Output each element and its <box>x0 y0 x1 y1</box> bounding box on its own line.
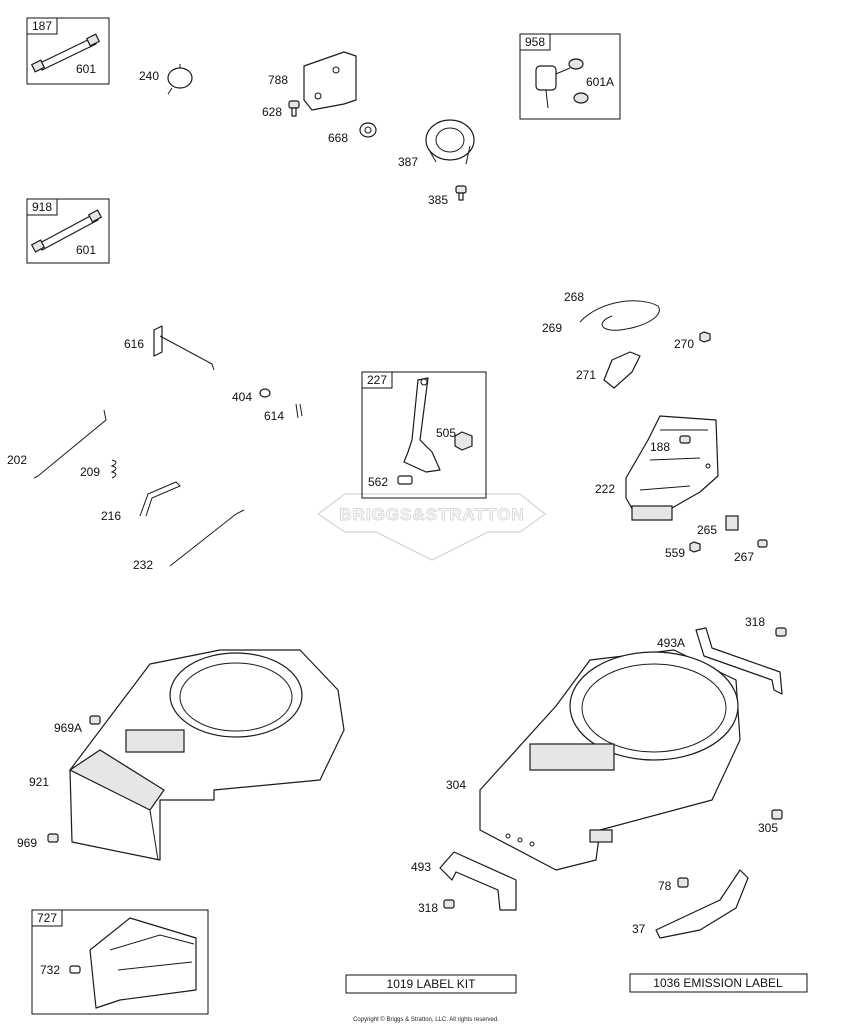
label-265: 265 <box>697 523 717 537</box>
part-318-upper <box>775 627 787 637</box>
label-628: 628 <box>262 105 282 119</box>
label-216: 216 <box>101 509 121 523</box>
part-788 <box>303 51 357 111</box>
label-305: 305 <box>758 821 778 835</box>
part-493A <box>695 627 783 695</box>
label-222: 222 <box>595 482 615 496</box>
label-267: 267 <box>734 550 754 564</box>
label-601-box918: 601 <box>76 243 96 257</box>
label-505: 505 <box>436 426 456 440</box>
kit-emission-text: 1036 EMISSION LABEL <box>653 976 783 990</box>
part-318-lower <box>443 899 455 909</box>
part-78 <box>677 877 689 888</box>
box-label-187: 187 <box>32 19 52 33</box>
part-616 <box>153 325 215 371</box>
part-270 <box>699 331 711 343</box>
label-270: 270 <box>674 337 694 351</box>
watermark-text: BRIGGS&STRATTON <box>339 505 524 524</box>
part-385 <box>455 185 467 201</box>
callout-box-918: 918 <box>26 198 110 264</box>
label-232: 232 <box>133 558 153 572</box>
label-601A: 601A <box>586 75 614 89</box>
label-614: 614 <box>264 409 284 423</box>
label-318-lower: 318 <box>418 901 438 915</box>
part-387 <box>425 119 475 165</box>
label-202: 202 <box>7 453 27 467</box>
label-562: 562 <box>368 475 388 489</box>
label-387: 387 <box>398 155 418 169</box>
label-269: 269 <box>542 321 562 335</box>
label-385: 385 <box>428 193 448 207</box>
label-318-upper: 318 <box>745 615 765 629</box>
part-209 <box>110 459 117 479</box>
part-614 <box>295 403 303 419</box>
kit-emission-label: 1036 EMISSION LABEL <box>629 973 808 993</box>
part-404 <box>259 388 271 398</box>
label-732: 732 <box>40 963 60 977</box>
part-969 <box>47 833 59 843</box>
part-240 <box>167 64 193 95</box>
box-label-958: 958 <box>525 35 545 49</box>
part-222 <box>625 415 719 521</box>
copyright-text: Copyright © Briggs & Stratton, LLC. All … <box>353 1016 499 1023</box>
watermark-logo: BRIGGS&STRATTON <box>316 493 547 561</box>
label-788: 788 <box>268 73 288 87</box>
part-304 <box>479 649 741 871</box>
part-969A <box>89 715 101 725</box>
box-label-918: 918 <box>32 200 52 214</box>
callout-box-227: 227 <box>361 371 487 499</box>
kit-label-kit: 1019 LABEL KIT <box>345 974 517 994</box>
part-921 <box>68 649 345 861</box>
label-268: 268 <box>564 290 584 304</box>
part-202 <box>33 409 107 479</box>
label-493: 493 <box>411 860 431 874</box>
part-188 <box>679 435 691 444</box>
label-601-box187: 601 <box>76 62 96 76</box>
label-969A: 969A <box>54 721 82 735</box>
part-267 <box>757 539 768 548</box>
box-label-227: 227 <box>367 373 387 387</box>
label-493A: 493A <box>657 636 685 650</box>
part-668 <box>359 122 377 138</box>
label-404: 404 <box>232 390 252 404</box>
label-304: 304 <box>446 778 466 792</box>
callout-box-187: 187 <box>26 17 110 85</box>
label-209: 209 <box>80 465 100 479</box>
label-668: 668 <box>328 131 348 145</box>
label-240: 240 <box>139 69 159 83</box>
label-921: 921 <box>29 775 49 789</box>
label-78: 78 <box>658 879 672 893</box>
part-265 <box>725 515 739 531</box>
label-37: 37 <box>632 922 646 936</box>
part-268 <box>579 300 660 331</box>
part-labels: 601 240 788 628 668 387 385 601A 601 268… <box>7 62 778 977</box>
part-37 <box>655 869 749 939</box>
part-628 <box>288 100 300 117</box>
part-305 <box>771 809 783 820</box>
callout-box-958: 958 <box>519 33 621 120</box>
label-969: 969 <box>17 836 37 850</box>
part-216 <box>139 481 181 517</box>
box-label-727: 727 <box>37 911 57 925</box>
part-493 <box>439 851 517 911</box>
label-616: 616 <box>124 337 144 351</box>
part-232 <box>169 509 245 567</box>
label-188: 188 <box>650 440 670 454</box>
kit-label-text: 1019 LABEL KIT <box>387 977 477 991</box>
part-559 <box>689 541 701 553</box>
part-271 <box>603 351 641 389</box>
label-271: 271 <box>576 368 596 382</box>
label-559: 559 <box>665 546 685 560</box>
callout-box-727: 727 <box>31 909 209 1015</box>
